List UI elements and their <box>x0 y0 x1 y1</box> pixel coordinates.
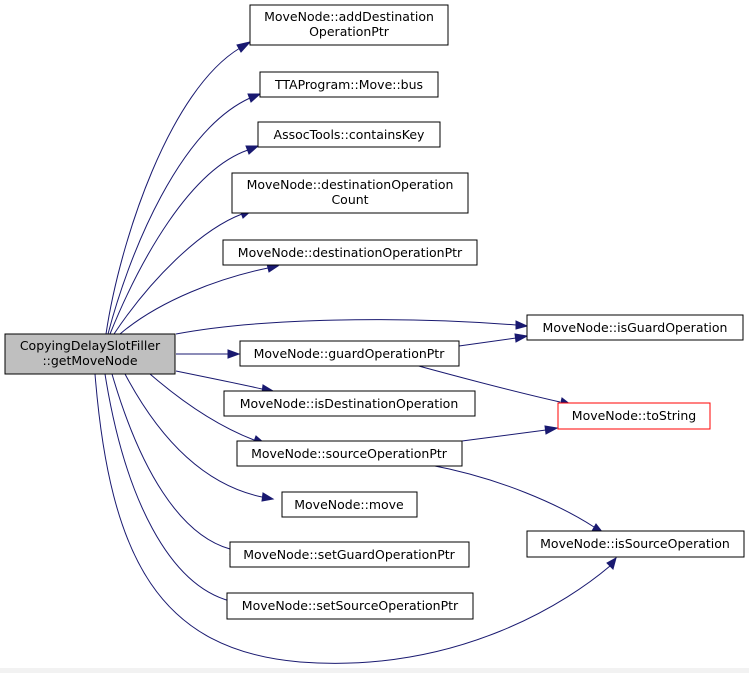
edge-root-to-is-guard-operation <box>175 319 529 335</box>
node-set-source-operation-ptr[interactable]: MoveNode::setSourceOperationPtr <box>226 592 474 620</box>
node-to-string-label: MoveNode::toString <box>572 408 696 423</box>
edge-source-operation-ptr-to-is-source-operation <box>429 464 605 534</box>
node-add-destination-operation-ptr[interactable]: MoveNode::addDestination OperationPtr <box>249 4 449 46</box>
edge-root-to-contains-key <box>109 145 260 335</box>
node-source-operation-ptr-label: MoveNode::sourceOperationPtr <box>251 446 448 461</box>
node-move-bus-label: TTAProgram::Move::bus <box>274 77 423 92</box>
node-set-guard-operation-ptr-label: MoveNode::setGuardOperationPtr <box>243 547 455 562</box>
node-move[interactable]: MoveNode::move <box>281 491 418 518</box>
node-to-string[interactable]: MoveNode::toString <box>557 402 711 430</box>
node-set-source-operation-ptr-label: MoveNode::setSourceOperationPtr <box>242 598 459 613</box>
node-destination-operation-ptr[interactable]: MoveNode::destinationOperationPtr <box>222 239 478 266</box>
node-contains-key[interactable]: AssocTools::containsKey <box>257 121 441 148</box>
bottom-strip <box>0 668 749 673</box>
node-destination-operation-count[interactable]: MoveNode::destinationOperation Count <box>231 172 469 214</box>
node-add-destination-operation-ptr-line-1: MoveNode::addDestination <box>264 9 434 24</box>
edge-root-to-add-destination-operation-ptr <box>105 41 252 335</box>
node-root[interactable]: CopyingDelaySlotFiller ::getMoveNode <box>4 333 176 375</box>
node-source-operation-ptr[interactable]: MoveNode::sourceOperationPtr <box>236 440 463 467</box>
edge-source-operation-ptr-to-to-string <box>461 425 559 442</box>
edge-root-to-move-bus <box>107 93 262 335</box>
edge-root-to-set-source-operation-ptr <box>104 373 243 606</box>
node-root-line-1: CopyingDelaySlotFiller <box>20 338 161 353</box>
node-contains-key-label: AssocTools::containsKey <box>274 127 425 142</box>
node-guard-operation-ptr[interactable]: MoveNode::guardOperationPtr <box>239 340 460 367</box>
edge-root-to-destination-operation-ptr <box>119 263 280 335</box>
node-is-destination-operation-label: MoveNode::isDestinationOperation <box>240 396 459 411</box>
node-destination-operation-ptr-label: MoveNode::destinationOperationPtr <box>238 245 463 260</box>
node-is-source-operation-label: MoveNode::isSourceOperation <box>540 536 730 551</box>
node-is-destination-operation[interactable]: MoveNode::isDestinationOperation <box>223 390 476 417</box>
node-is-guard-operation-label: MoveNode::isGuardOperation <box>543 320 728 335</box>
node-move-bus[interactable]: TTAProgram::Move::bus <box>259 71 439 98</box>
node-guard-operation-ptr-label: MoveNode::guardOperationPtr <box>254 346 446 361</box>
node-is-guard-operation[interactable]: MoveNode::isGuardOperation <box>526 314 744 341</box>
edge-root-to-is-source-operation <box>94 373 617 664</box>
node-add-destination-operation-ptr-line-2: OperationPtr <box>309 24 390 39</box>
edge-root-to-guard-operation-ptr <box>176 349 241 359</box>
edge-root-to-destination-operation-count <box>113 209 254 335</box>
edge-root-to-move <box>124 373 275 502</box>
node-move-label: MoveNode::move <box>294 497 404 512</box>
node-destination-operation-count-line-2: Count <box>331 192 368 207</box>
edge-root-to-is-destination-operation <box>175 370 275 394</box>
node-destination-operation-count-line-1: MoveNode::destinationOperation <box>247 177 454 192</box>
node-set-guard-operation-ptr[interactable]: MoveNode::setGuardOperationPtr <box>229 541 470 568</box>
node-root-line-2: ::getMoveNode <box>42 353 137 368</box>
node-is-source-operation[interactable]: MoveNode::isSourceOperation <box>526 530 745 558</box>
edge-guard-operation-ptr-to-is-guard-operation <box>458 333 529 347</box>
edge-root-to-set-guard-operation-ptr <box>111 373 243 555</box>
